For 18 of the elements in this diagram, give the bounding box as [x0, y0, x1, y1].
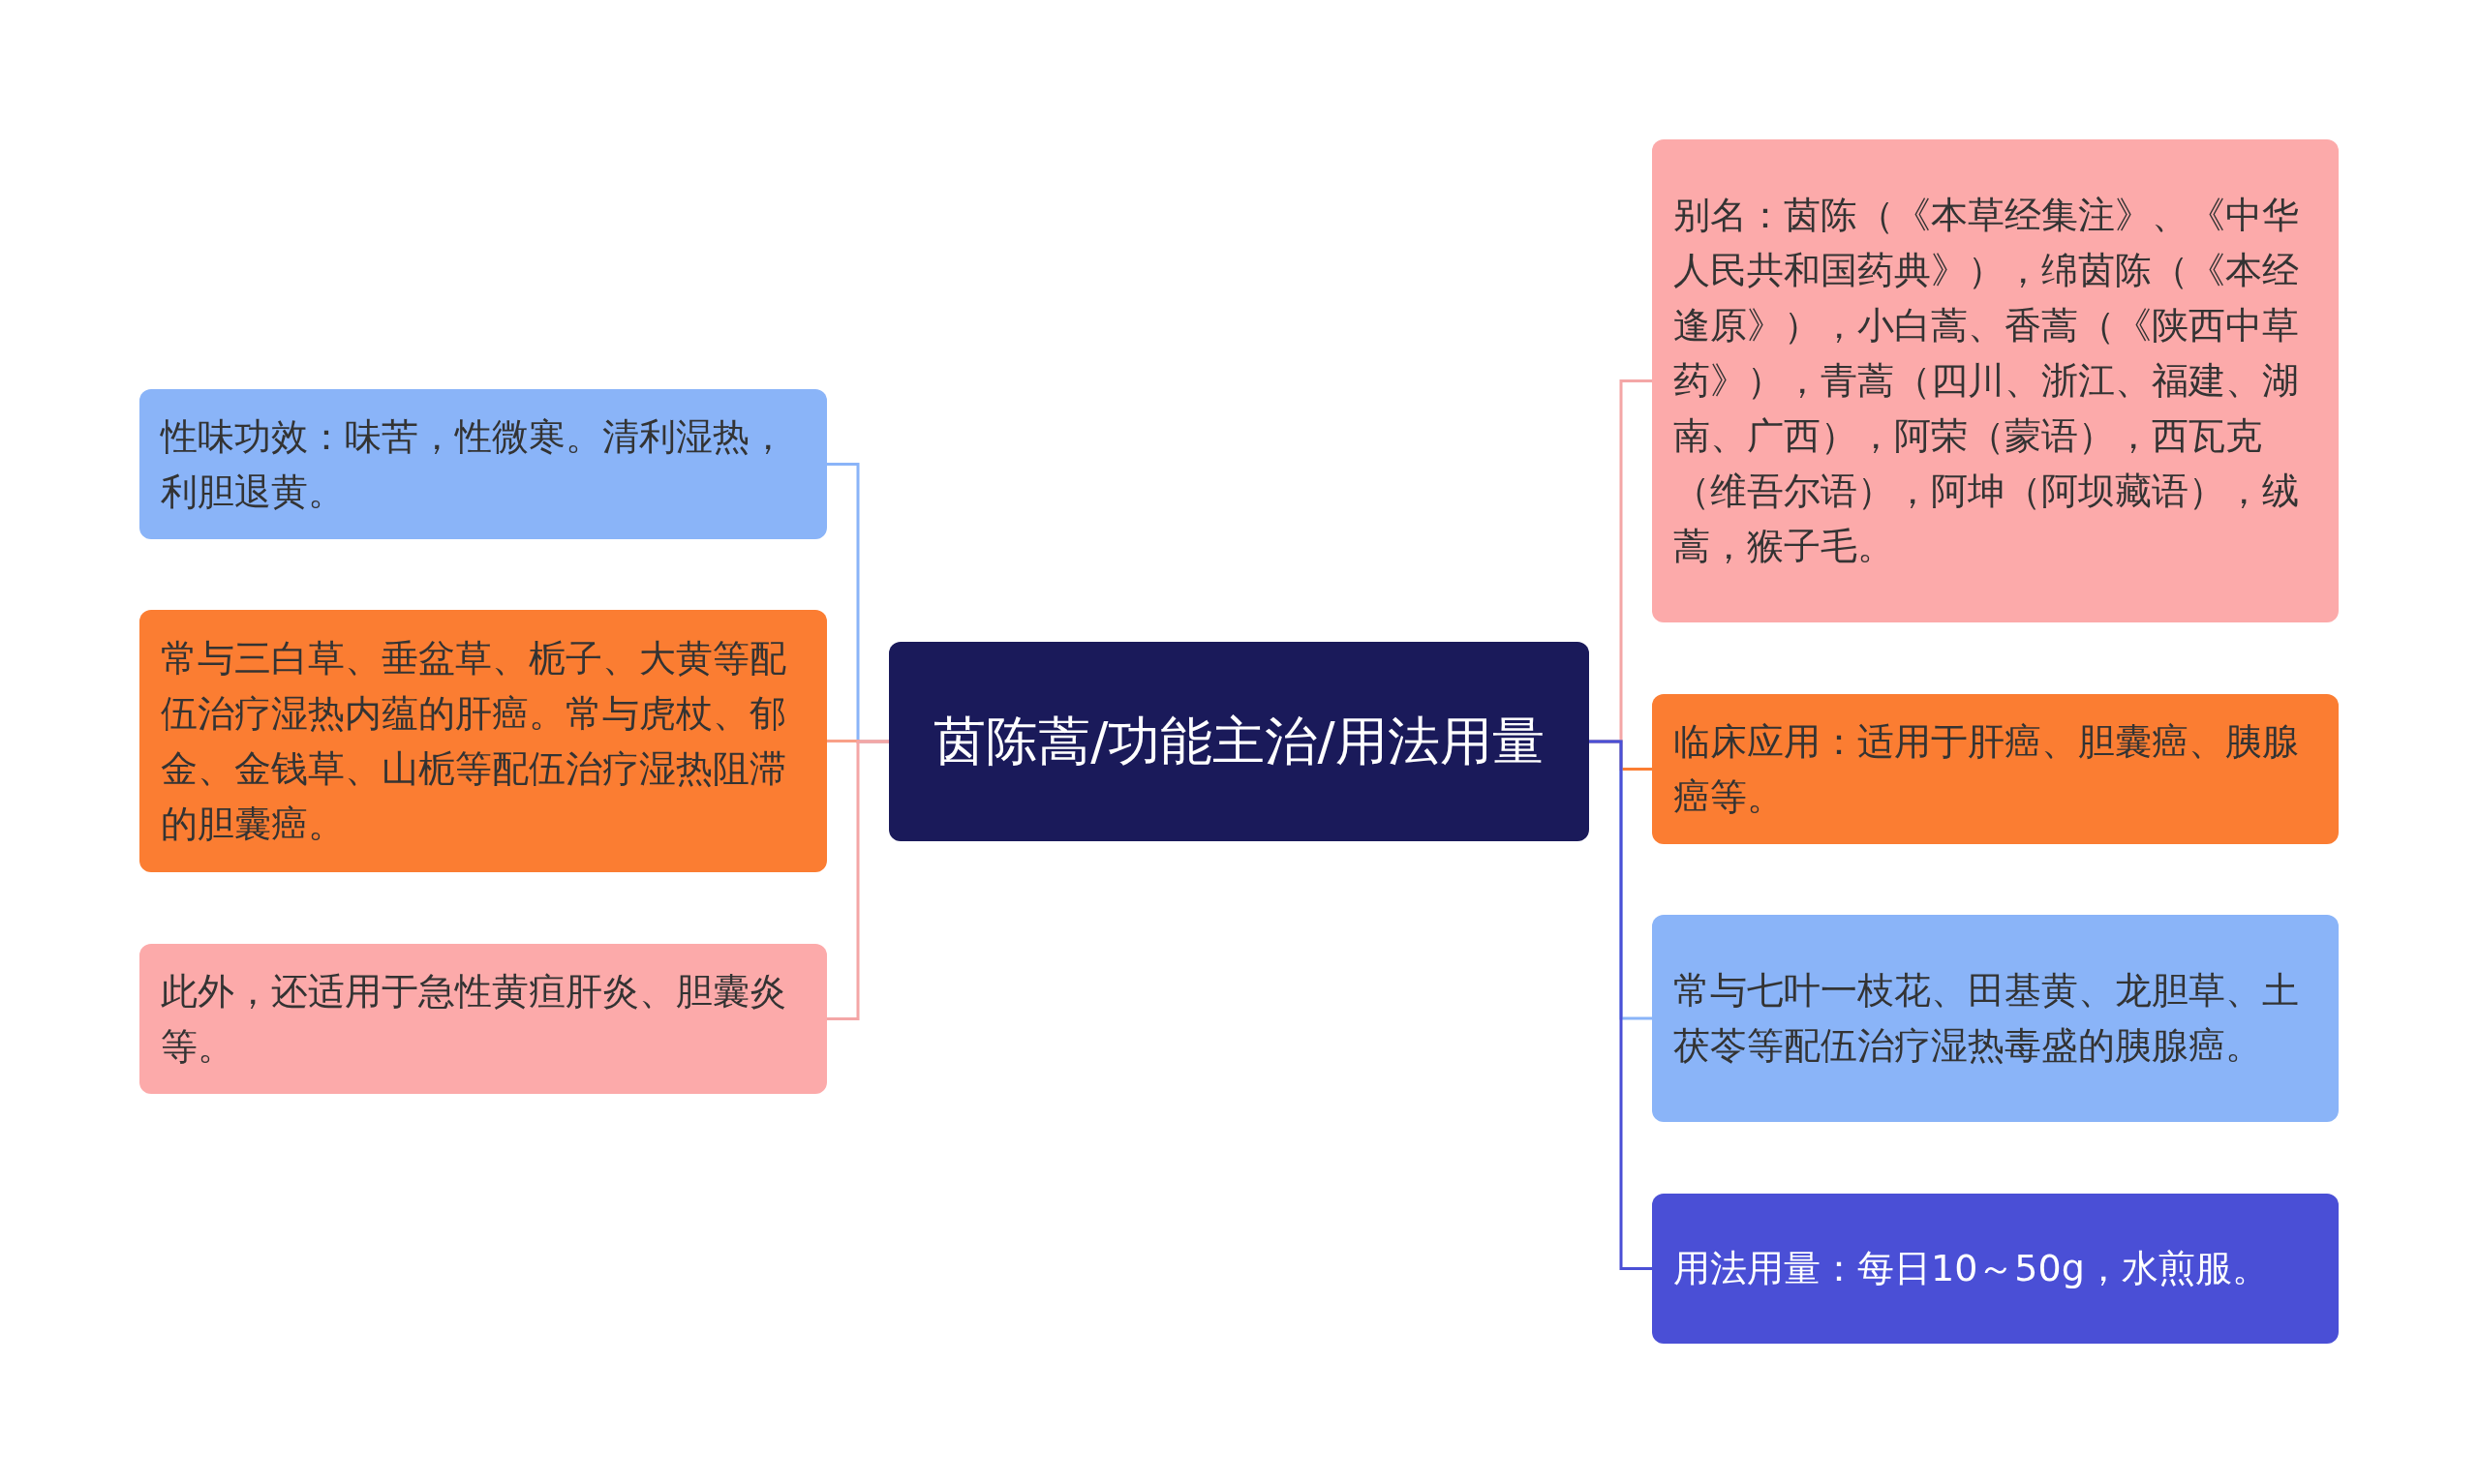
topic-text: 茵陈蒿/功能主治/用法用量 — [933, 710, 1545, 773]
topic-box — [139, 389, 827, 539]
topic-box — [1652, 915, 2339, 1122]
topic-text: 临床应用：适用于肝癌、胆囊癌、胰腺癌等。 — [1673, 718, 2300, 820]
topic-text: 用法用量：每日10～50g，水煎服。 — [1673, 1246, 2269, 1291]
topic-box — [1652, 1194, 2339, 1344]
topic-text: 常与三白草、垂盆草、栀子、大黄等配伍治疗湿热内蕴的肝癌。常与虎杖、郁金、金钱草、山栀等配伍治疗湿热阻滞的胆囊癌。 — [161, 635, 787, 847]
topic-text: 常与七叶一枝花、田基黄、龙胆草、土茯苓等配伍治疗湿热毒盛的胰腺癌。 — [1673, 968, 2300, 1069]
topic-text: 性味功效：味苦，性微寒。清利湿热，利胆退黄。 — [161, 413, 787, 515]
connector-line — [1589, 740, 1652, 1270]
topic-text: 别名：茵陈（《本草经集注》、《中华人民共和国药典》），绵茵陈（《本经逢原》），小白蒿、香蒿（《陕西中草药》），青蒿（四川、浙江、福建、湖南、广西），阿荣（蒙语），西瓦克（维吾尔语），阿坤（阿坝藏语），绒蒿，猴子毛。 — [1673, 193, 2300, 569]
topic-text: 此外，还适用于急性黄疸肝炎、胆囊炎等。 — [161, 968, 787, 1070]
connector-line — [827, 740, 889, 1020]
topic-box — [139, 610, 827, 872]
topic-box — [1652, 694, 2339, 844]
central-topic-box — [889, 642, 1589, 841]
topic-box — [1652, 139, 2339, 622]
topic-box — [139, 944, 827, 1094]
